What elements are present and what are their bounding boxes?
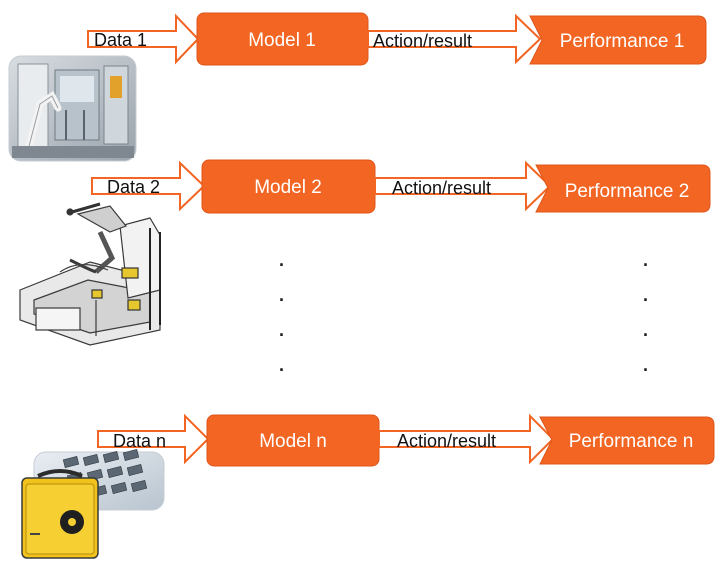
performance-n-box [539, 416, 715, 465]
action-n-arrow [378, 413, 555, 465]
row-1: Data 1 Model 1 Action/result Performance… [8, 12, 707, 162]
action-n-label: Action/result [397, 431, 496, 451]
ellipsis-dot: . [643, 285, 648, 305]
row-n: Data n Model n Action/result Performance… [21, 413, 715, 559]
yellow-case-sample-tray-photo [21, 449, 165, 559]
ellipsis-dot: . [279, 320, 284, 340]
ellipsis-dot: . [279, 355, 284, 375]
model-1-label: Model 1 [248, 30, 316, 51]
ellipsis-dot: . [643, 355, 648, 375]
model-n-label: Model n [259, 431, 327, 452]
data-2-label: Data 2 [107, 177, 160, 197]
ellipsis-right: . . . . [643, 250, 648, 375]
action-1-label: Action/result [373, 31, 472, 51]
data-n-label: Data n [113, 431, 166, 451]
action-1-arrow [367, 13, 542, 65]
ellipsis-dot: . [643, 320, 648, 340]
performance-2-label: Performance 2 [565, 181, 690, 202]
performance-1-label: Performance 1 [560, 31, 685, 52]
performance-2-box [535, 164, 711, 213]
row-2: Data 2 Model 2 Action/result Performance… [19, 159, 711, 346]
ellipsis-left: . . . . [279, 250, 284, 375]
action-2-label: Action/result [392, 178, 491, 198]
ellipsis-dot: . [643, 250, 648, 270]
performance-n-label: Performance n [569, 431, 694, 452]
robot-arm-machine-drawing [19, 202, 161, 346]
ellipsis-dot: . [279, 250, 284, 270]
action-2-arrow [374, 160, 552, 212]
lab-robot-cell-photo [8, 55, 137, 162]
data-1-label: Data 1 [94, 30, 147, 50]
ellipsis-dot: . [279, 285, 284, 305]
data-2-arrow [91, 160, 206, 212]
model-2-label: Model 2 [254, 177, 322, 198]
data-1-arrow [87, 13, 200, 65]
performance-1-box [529, 15, 707, 65]
data-n-arrow [97, 413, 210, 465]
